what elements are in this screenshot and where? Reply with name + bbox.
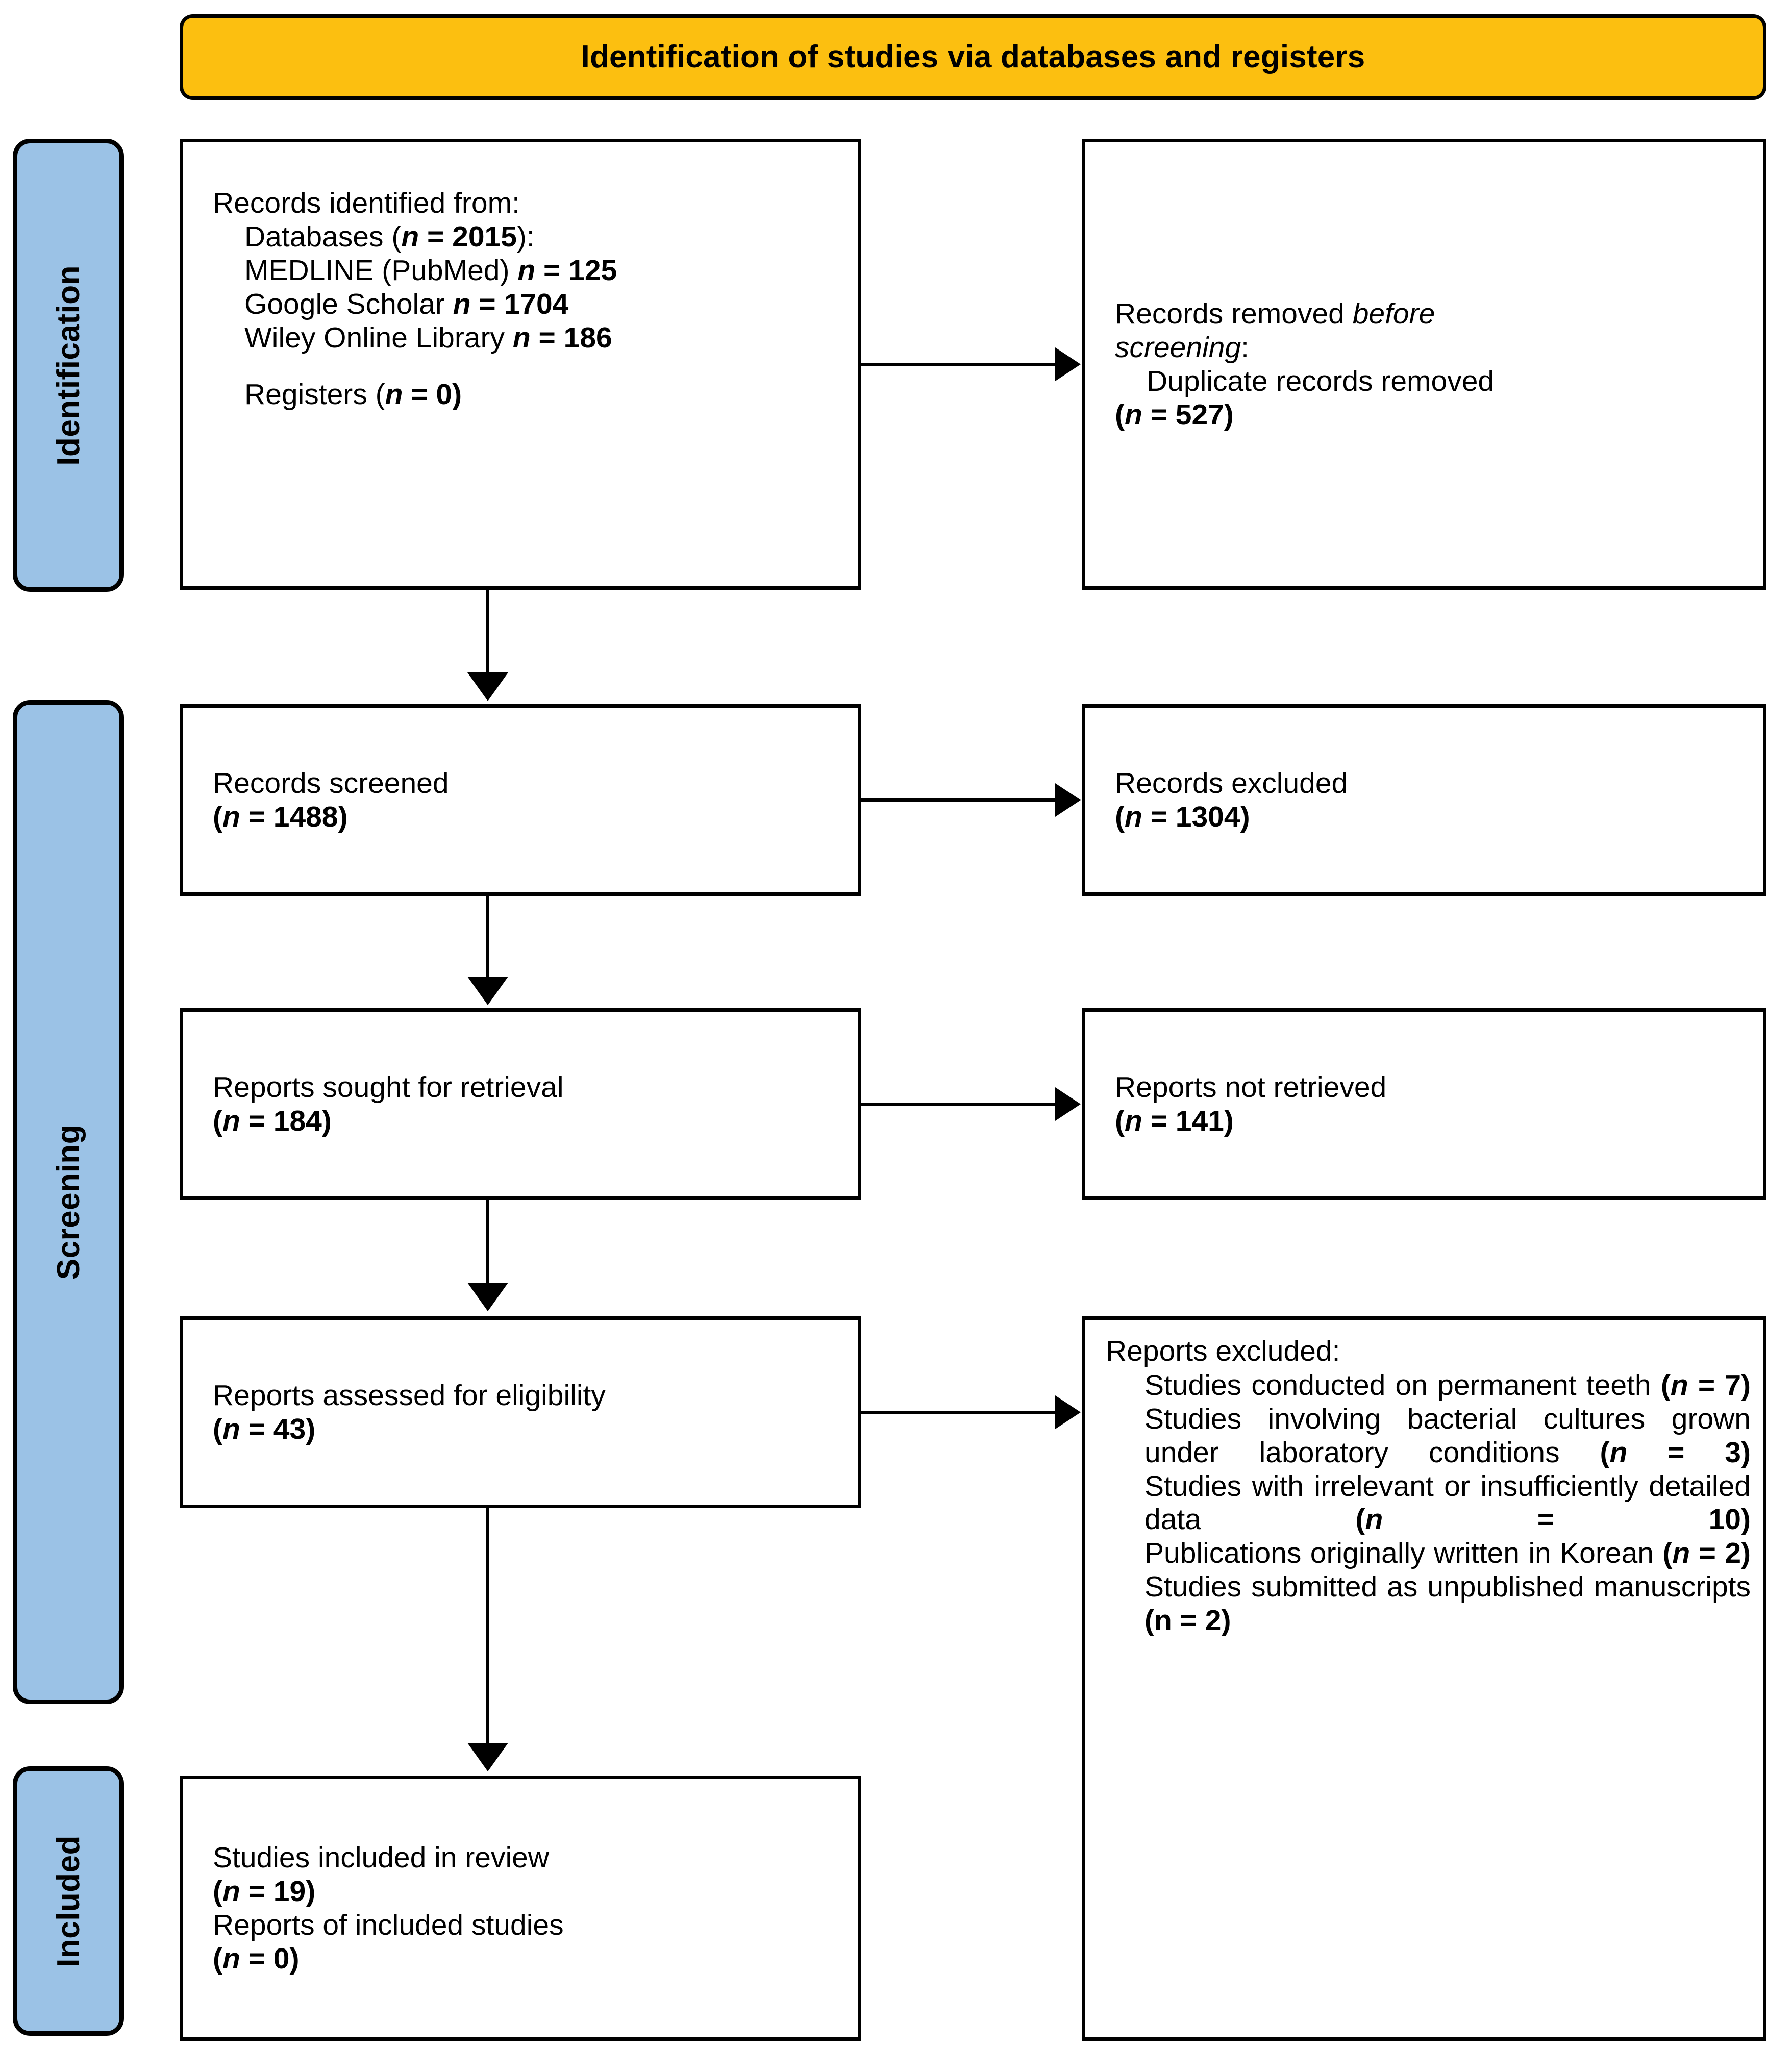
reports-not-retrieved-label: Reports not retrieved	[1115, 1070, 1387, 1104]
reports-excluded-reason: Publications originally written in Korea…	[1144, 1537, 1751, 1570]
diagram-title: Identification of studies via databases …	[581, 39, 1365, 74]
reports-excluded-heading: Reports excluded:	[1106, 1335, 1340, 1367]
records-identified-registers: Registers (n = 0)	[244, 378, 462, 411]
studies-included-label: Studies included in review	[213, 1841, 550, 1874]
arrowhead-screened-to-excluded	[1055, 783, 1081, 817]
connector-sought-to-not-retrieved	[861, 1103, 1056, 1106]
records-screened-count: (n = 1488)	[213, 801, 348, 833]
reports-excluded-reason: Studies involving bacterial cultures gro…	[1144, 1402, 1751, 1469]
records-identified-heading: Records identified from:	[213, 187, 520, 219]
records-identified-source: Google Scholar n = 1704	[244, 288, 569, 321]
spacer	[213, 355, 840, 378]
arrowhead-screened-to-sought	[467, 977, 508, 1005]
diagram-header-banner: Identification of studies via databases …	[180, 14, 1766, 100]
reports-sought-count: (n = 184)	[213, 1105, 332, 1137]
arrowhead-sought-to-not-retrieved	[1055, 1087, 1081, 1121]
arrowhead-sought-to-assessed	[467, 1283, 508, 1311]
records-removed-count: (n = 527)	[1115, 398, 1234, 432]
box-reports-sought-for-retrieval: Reports sought for retrieval (n = 184)	[180, 1008, 861, 1200]
connector-screened-to-sought	[486, 896, 489, 978]
reports-excluded-reason: Studies with irrelevant or insufficientl…	[1144, 1469, 1751, 1536]
reports-not-retrieved-count: (n = 141)	[1115, 1105, 1234, 1137]
connector-assessed-to-included	[486, 1508, 489, 1744]
reports-sought-label: Reports sought for retrieval	[213, 1070, 564, 1104]
stage-label-included-text: Included	[51, 1835, 86, 1967]
stage-label-identification: Identification	[13, 139, 124, 592]
connector-sought-to-assessed	[486, 1200, 489, 1284]
connector-identified-to-removed	[861, 363, 1056, 366]
records-identified-source: MEDLINE (PubMed) n = 125	[244, 254, 617, 287]
reports-of-included-label: Reports of included studies	[213, 1909, 564, 1941]
connector-assessed-to-reports-excluded	[861, 1411, 1056, 1414]
box-records-screened: Records screened (n = 1488)	[180, 704, 861, 896]
stage-label-included: Included	[13, 1766, 124, 2036]
box-reports-excluded-detailed: Reports excluded: Studies conducted on p…	[1082, 1316, 1766, 2041]
arrowhead-assessed-to-reports-excluded	[1055, 1395, 1081, 1429]
records-excluded-label: Records excluded	[1115, 766, 1348, 799]
records-identified-source: Wiley Online Library n = 186	[244, 321, 612, 355]
arrowhead-identified-to-screened	[467, 672, 508, 701]
box-records-removed-before-screening: Records removed before screening: Duplic…	[1082, 139, 1766, 590]
reports-of-included-count: (n = 0)	[213, 1942, 300, 1976]
reports-excluded-reason: Studies submitted as unpublished manuscr…	[1144, 1570, 1751, 1637]
box-studies-included-in-review: Studies included in review (n = 19) Repo…	[180, 1776, 861, 2041]
arrowhead-assessed-to-included	[467, 1743, 508, 1771]
stage-label-screening-text: Screening	[51, 1124, 86, 1280]
box-reports-not-retrieved: Reports not retrieved (n = 141)	[1082, 1008, 1766, 1200]
records-excluded-count: (n = 1304)	[1115, 801, 1250, 833]
records-removed-duplicates: Duplicate records removed	[1147, 365, 1495, 397]
reports-assessed-label: Reports assessed for eligibility	[213, 1379, 606, 1412]
records-removed-line1: Records removed before	[1115, 297, 1435, 330]
connector-identified-to-screened	[486, 590, 489, 673]
stage-label-screening: Screening	[13, 700, 124, 1704]
reports-assessed-count: (n = 43)	[213, 1413, 316, 1445]
stage-label-identification-text: Identification	[51, 265, 86, 466]
arrowhead-identified-to-removed	[1055, 347, 1081, 381]
records-identified-databases: Databases (n = 2015):	[244, 220, 535, 254]
box-records-excluded: Records excluded (n = 1304)	[1082, 704, 1766, 896]
records-removed-line2: screening:	[1115, 331, 1249, 364]
box-records-identified: Records identified from: Databases (n = …	[180, 139, 861, 590]
connector-screened-to-excluded	[861, 798, 1056, 802]
reports-excluded-reason: Studies conducted on permanent teeth (n …	[1144, 1369, 1751, 1402]
box-reports-assessed-for-eligibility: Reports assessed for eligibility (n = 43…	[180, 1316, 861, 1508]
studies-included-count: (n = 19)	[213, 1875, 316, 1908]
records-screened-label: Records screened	[213, 766, 449, 799]
